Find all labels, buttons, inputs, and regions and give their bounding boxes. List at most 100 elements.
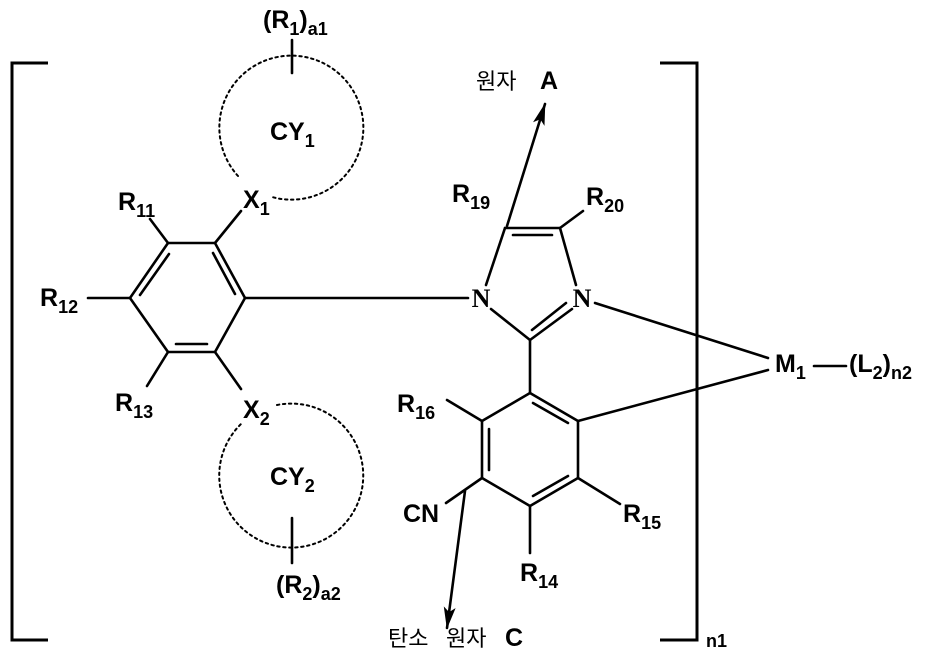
double-bond-inner [140,254,169,295]
left-benzene-ring [130,243,245,352]
bond [215,243,245,298]
l2-index: 2 [873,363,883,383]
bond [530,478,578,506]
l2-n2-label: (L2)n2 [849,350,912,383]
lower-ring-substituents [446,370,768,553]
x2-base: X [243,396,260,424]
cy2-sub: 2 [305,476,315,496]
bond-r16 [447,400,482,421]
l2-close: ) [883,350,891,378]
m1-base: M [775,350,796,378]
bond [215,298,245,352]
bond [491,309,530,340]
r2-close: ) [312,571,320,599]
atom-a-letter: A [540,67,558,95]
n-right-text: N [573,284,592,313]
bond [530,393,578,421]
r20-base: R [586,183,604,211]
r12-base: R [40,284,58,312]
r19-sub: 19 [470,193,490,213]
n-right-atom: N [573,284,592,313]
r15-base: R [623,500,641,528]
bond-n-to-metal [595,303,768,358]
r12-label: R12 [40,284,78,317]
n-left-text: N [472,284,491,313]
bond-x1 [215,211,241,243]
r15-sub: 15 [641,513,661,533]
cy1-base: CY [270,118,305,146]
bond-r11 [150,219,168,243]
r11-label: R11 [118,188,155,221]
bracket-subscript: n1 [706,631,727,651]
bond [560,228,576,285]
cy1-sub: 1 [305,131,315,151]
lower-benzene-ring [482,393,578,506]
r16-label: R16 [397,390,435,423]
r1-a1-sub: a1 [308,19,328,39]
bond-x2 [215,352,241,389]
r11-sub: 11 [136,201,155,221]
r13-label: R13 [115,389,153,422]
arrow-to-atom-a [507,104,545,226]
bracket-subscript-text: n1 [706,631,727,651]
x2-label: X2 [243,396,270,429]
arrow-to-carbon-c [447,491,465,628]
atom-a-annotation: 원자 A [476,67,558,95]
cy2-label: CY2 [270,463,315,496]
r2-open: (R [276,571,302,599]
r15-label: R15 [623,500,661,533]
r2-a2-sub: a2 [321,584,341,604]
r20-sub: 20 [604,196,624,216]
left-ring-substituents [88,211,468,389]
left-bracket [12,63,48,640]
carbon-c-word2: 원자 [446,627,486,652]
r13-sub: 13 [133,402,153,422]
r14-base: R [520,559,538,587]
r16-base: R [397,390,415,418]
x2-sub: 2 [260,409,270,429]
cn-label: CN [403,500,439,528]
cy1-label: CY1 [270,118,315,151]
m1-sub: 1 [796,363,806,383]
l2-open: (L [849,350,873,378]
bond-r13 [147,352,168,386]
carbon-c-letter: C [505,624,523,652]
r11-base: R [118,188,136,216]
r19-label: R19 [452,180,490,213]
bond [482,393,530,421]
imidazole-ring [486,228,576,340]
r19-base: R [452,180,470,208]
r13-base: R [115,389,133,417]
cn-text: CN [403,500,439,528]
bond [486,228,505,285]
r14-sub: 14 [538,572,558,592]
n-left-atom: N [472,284,491,313]
right-bracket [660,63,697,640]
x1-sub: 1 [260,199,270,219]
x1-base: X [243,186,260,214]
r1-a1-label: (R1)a1 [263,6,328,39]
bond-r20 [560,211,583,228]
atom-a-word: 원자 [476,70,516,95]
r12-sub: 12 [58,297,78,317]
x1-label: X1 [243,186,270,219]
r2-index: 2 [302,584,312,604]
l2-n2-sub: n2 [891,363,912,383]
carbon-c-word1: 탄소 [388,627,428,652]
r1-close: ) [299,6,307,34]
r20-label: R20 [586,183,624,216]
m1-label: M1 [775,350,806,383]
r2-a2-label: (R2)a2 [276,571,341,604]
cy2-base: CY [270,463,305,491]
r14-label: R14 [520,559,558,592]
bond-r15 [578,478,620,504]
r16-sub: 16 [415,403,435,423]
r1-index: 1 [289,19,299,39]
bond [482,478,530,506]
r1-open: (R [263,6,289,34]
bond [130,298,168,352]
bond-ring-to-metal [578,370,768,421]
carbon-c-annotation: 탄소 원자 C [388,624,523,652]
bond [130,243,168,298]
